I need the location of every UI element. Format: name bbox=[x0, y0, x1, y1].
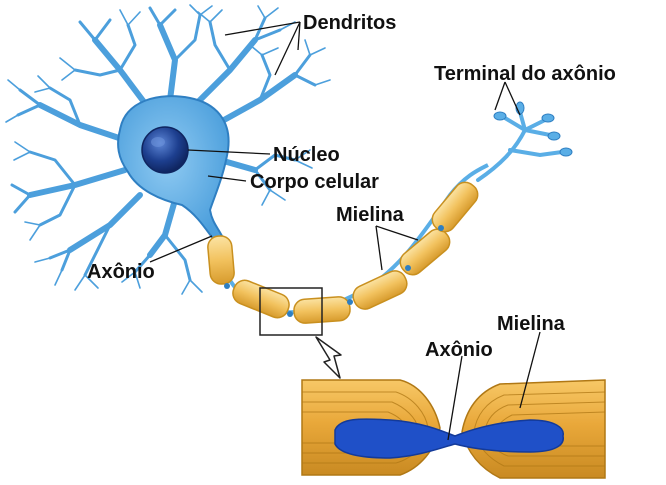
label-mielina-zoom: Mielina bbox=[497, 313, 566, 335]
label-terminal: Terminal do axônio bbox=[434, 63, 616, 85]
label-dendritos: Dendritos bbox=[303, 12, 396, 34]
label-nucleo: Núcleo bbox=[273, 144, 340, 166]
label-axonio: Axônio bbox=[87, 261, 155, 283]
nucleus bbox=[142, 127, 188, 173]
label-corpo: Corpo celular bbox=[250, 171, 379, 193]
axon-core-zoom bbox=[335, 419, 563, 458]
label-axonio-zoom: Axônio bbox=[425, 339, 493, 361]
zoom-arrow bbox=[316, 337, 341, 378]
zoom-detail bbox=[302, 380, 605, 478]
myelin-sheath bbox=[207, 178, 482, 324]
label-mielina: Mielina bbox=[336, 204, 405, 226]
